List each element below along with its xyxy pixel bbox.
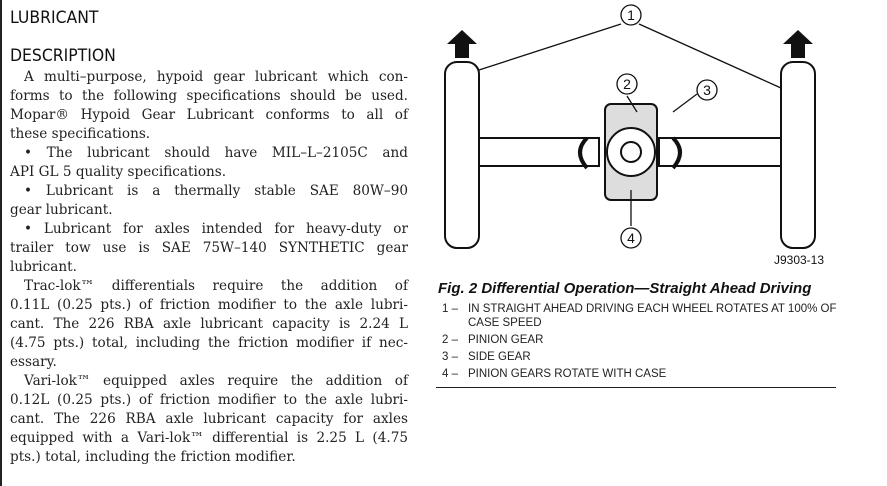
- body-line: lubricant.: [10, 259, 77, 275]
- body-line: gear lubricant.: [10, 202, 113, 218]
- divider: [436, 387, 836, 388]
- arrow-up-icon: [447, 30, 477, 58]
- callout-1: 1: [627, 7, 635, 23]
- body-line: • Lubricant for axles intended for heavy…: [24, 221, 408, 237]
- right-wheel: [780, 61, 816, 249]
- legend-item: 1 –IN STRAIGHT AHEAD DRIVING EACH WHEEL …: [442, 303, 837, 329]
- left-wheel: [444, 61, 480, 249]
- figure-caption: Fig. 2 Differential Operation—Straight A…: [438, 280, 812, 297]
- body-line: Mopar® Hypoid Gear Lubricant conforms to…: [10, 107, 408, 123]
- callout-4: 4: [627, 230, 635, 246]
- differential-diagram: 1 2 3 4 J9303-13: [444, 4, 824, 267]
- figure-code: J9303-13: [774, 253, 824, 267]
- figure-legend: 1 –IN STRAIGHT AHEAD DRIVING EACH WHEEL …: [442, 302, 858, 384]
- body-line: 0.12L (0.25 pts.) of friction modifier t…: [10, 392, 408, 408]
- body-line: • The lubricant should have MIL–L–2105C …: [24, 145, 408, 161]
- arrow-up-icon: [783, 30, 813, 58]
- legend-item: 3 –SIDE GEAR: [442, 351, 531, 363]
- body-line: cant. The 226 RBA axle lubricant capacit…: [10, 411, 408, 427]
- body-line: API GL 5 quality specifications.: [10, 164, 227, 180]
- body-line: trailer tow use is SAE 75W–140 SYNTHETIC…: [10, 240, 408, 256]
- body-line: essary.: [10, 354, 57, 370]
- section-title: LUBRICANT: [10, 8, 99, 28]
- body-line: • Lubricant is a thermally stable SAE 80…: [24, 183, 408, 199]
- callout-2: 2: [623, 76, 631, 92]
- body-line: Vari-lok™ equipped axles require the add…: [24, 373, 408, 389]
- subsection-title: DESCRIPTION: [10, 46, 116, 66]
- body-line: A multi–purpose, hypoid gear lubricant w…: [24, 69, 408, 85]
- body-line: forms to the following specifications sh…: [10, 88, 408, 104]
- body-line: Trac-lok™ differentials require the addi…: [24, 278, 408, 294]
- body-line: cant. The 226 RBA axle lubricant capacit…: [10, 316, 408, 332]
- body-line: these specifications.: [10, 126, 151, 142]
- legend-item: 2 –PINION GEAR: [442, 334, 544, 346]
- description-text: A multi–purpose, hypoid gear lubricant w…: [10, 68, 408, 467]
- body-line: equipped with a Vari-lok™ differential i…: [10, 430, 408, 446]
- body-line: (4.75 pts.) total, including the frictio…: [10, 335, 408, 351]
- legend-item: 4 –PINION GEARS ROTATE WITH CASE: [442, 368, 667, 380]
- body-line: pts.) total, including the friction modi…: [10, 449, 296, 465]
- callout-3: 3: [703, 82, 711, 98]
- body-line: 0.11L (0.25 pts.) of friction modifier t…: [10, 297, 408, 313]
